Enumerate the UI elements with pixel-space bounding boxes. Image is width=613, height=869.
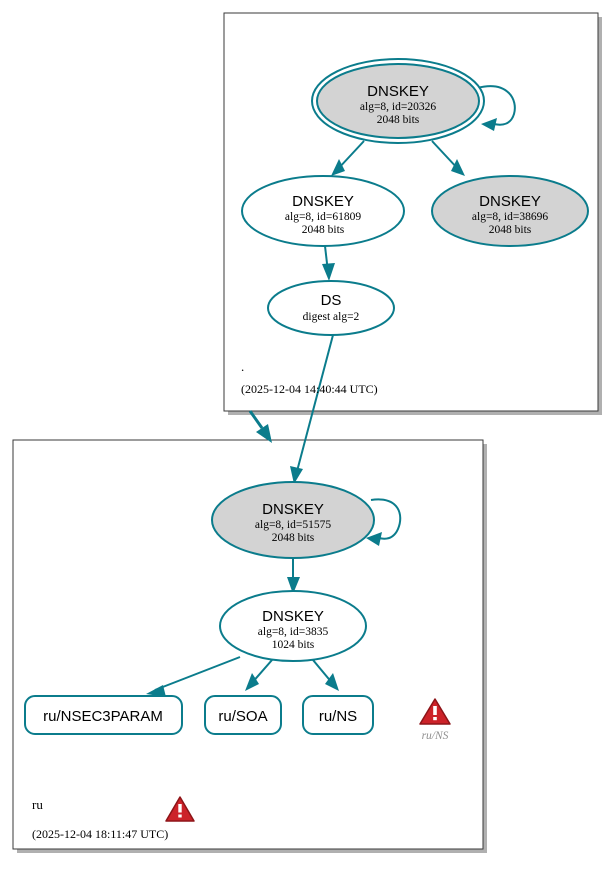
node-title: DNSKEY: [262, 608, 324, 625]
arrowhead: [325, 673, 339, 691]
rrset-label: ru/NSEC3PARAM: [43, 708, 163, 725]
rrset-nsec3param[interactable]: ru/NSEC3PARAM: [24, 695, 183, 735]
rrset-box: [204, 695, 282, 735]
zone-root-timestamp: (2025-12-04 14:40:44 UTC): [241, 382, 378, 396]
node-body: [267, 280, 395, 336]
warning-exclaim-dot: [433, 717, 437, 721]
arrowhead: [256, 424, 272, 443]
node-body: [219, 590, 367, 662]
warning-exclaim-bar: [178, 804, 182, 813]
node-line2: alg=8, id=3835: [258, 626, 329, 638]
node-line2: digest alg=2: [303, 311, 360, 323]
warning-label: ru/NS: [422, 730, 449, 742]
edge-ds-to-ksk-ru: [290, 334, 334, 484]
warning-exclaim-dot: [178, 814, 182, 818]
node-line2: alg=8, id=51575: [255, 519, 331, 531]
node-body: [316, 63, 480, 139]
arrowhead: [322, 263, 335, 281]
node-line2: alg=8, id=38696: [472, 211, 548, 223]
rrset-soa[interactable]: ru/SOA: [204, 695, 282, 735]
edge-ksk-root-to-zsk-38696: [431, 140, 465, 176]
node-title: DS: [321, 292, 342, 309]
node-line3: 2048 bits: [272, 532, 315, 544]
node-dnskey-3835[interactable]: DNSKEY alg=8, id=3835 1024 bits: [219, 590, 367, 662]
arrowhead: [481, 118, 497, 131]
arrowhead: [287, 577, 300, 594]
node-dnskey-38696[interactable]: DNSKEY alg=8, id=38696 2048 bits: [431, 175, 589, 247]
node-body: [431, 175, 589, 247]
edge-ksk-ru-to-zsk-ru: [287, 559, 300, 594]
node-dnskey-61809[interactable]: DNSKEY alg=8, id=61809 2048 bits: [241, 175, 405, 247]
node-dnskey-51575[interactable]: DNSKEY alg=8, id=51575 2048 bits: [211, 481, 375, 559]
node-line2: alg=8, id=61809: [285, 211, 361, 223]
node-body: [211, 481, 375, 559]
zone-ru-timestamp: (2025-12-04 18:11:47 UTC): [32, 827, 168, 841]
node-dnskey-20326[interactable]: DNSKEY alg=8, id=20326 2048 bits: [311, 58, 485, 144]
rrset-box: [24, 695, 183, 735]
rrset-box: [302, 695, 374, 735]
arrowhead: [366, 532, 382, 546]
node-title: DNSKEY: [367, 83, 429, 100]
edge-zsk-ru-to-rrset-nsec3param: [146, 656, 241, 697]
edge-zone-delegation: [248, 410, 272, 443]
node-title: DNSKEY: [262, 501, 324, 518]
edge-zsk-ru-to-rrset-ns: [312, 659, 339, 691]
warning-ru-ns[interactable]: ru/NS: [419, 698, 451, 742]
edge-ksk-root-to-zsk-61809: [331, 140, 365, 176]
node-line3: 2048 bits: [489, 224, 532, 236]
node-title: DNSKEY: [292, 193, 354, 210]
node-line3: 1024 bits: [272, 639, 315, 651]
node-line3: 2048 bits: [302, 224, 345, 236]
warning-zone-ru[interactable]: [165, 796, 195, 822]
rrset-label: ru/SOA: [218, 708, 267, 725]
node-line2: alg=8, id=20326: [360, 101, 436, 113]
arrowhead: [290, 466, 303, 484]
warning-exclaim-bar: [433, 706, 437, 715]
node-title: DNSKEY: [479, 193, 541, 210]
arrowhead: [331, 159, 345, 176]
rrset-label: ru/NS: [319, 708, 357, 725]
edge-zsk-ru-to-rrset-soa: [245, 659, 273, 691]
arrowhead: [146, 685, 166, 697]
node-line3: 2048 bits: [377, 114, 420, 126]
edge-ksk-ru-self-sign: [366, 498, 402, 546]
rrset-ns[interactable]: ru/NS: [302, 695, 374, 735]
node-ds-ru[interactable]: DS digest alg=2: [267, 280, 395, 336]
edge-zsk-61809-to-ds: [322, 245, 335, 281]
edge-ksk-root-self-sign: [476, 85, 516, 131]
zone-ru-label: ru: [32, 797, 43, 812]
arrowhead: [245, 673, 259, 691]
zone-root-label: .: [241, 359, 244, 374]
arrowhead: [451, 159, 465, 176]
node-body: [241, 175, 405, 247]
